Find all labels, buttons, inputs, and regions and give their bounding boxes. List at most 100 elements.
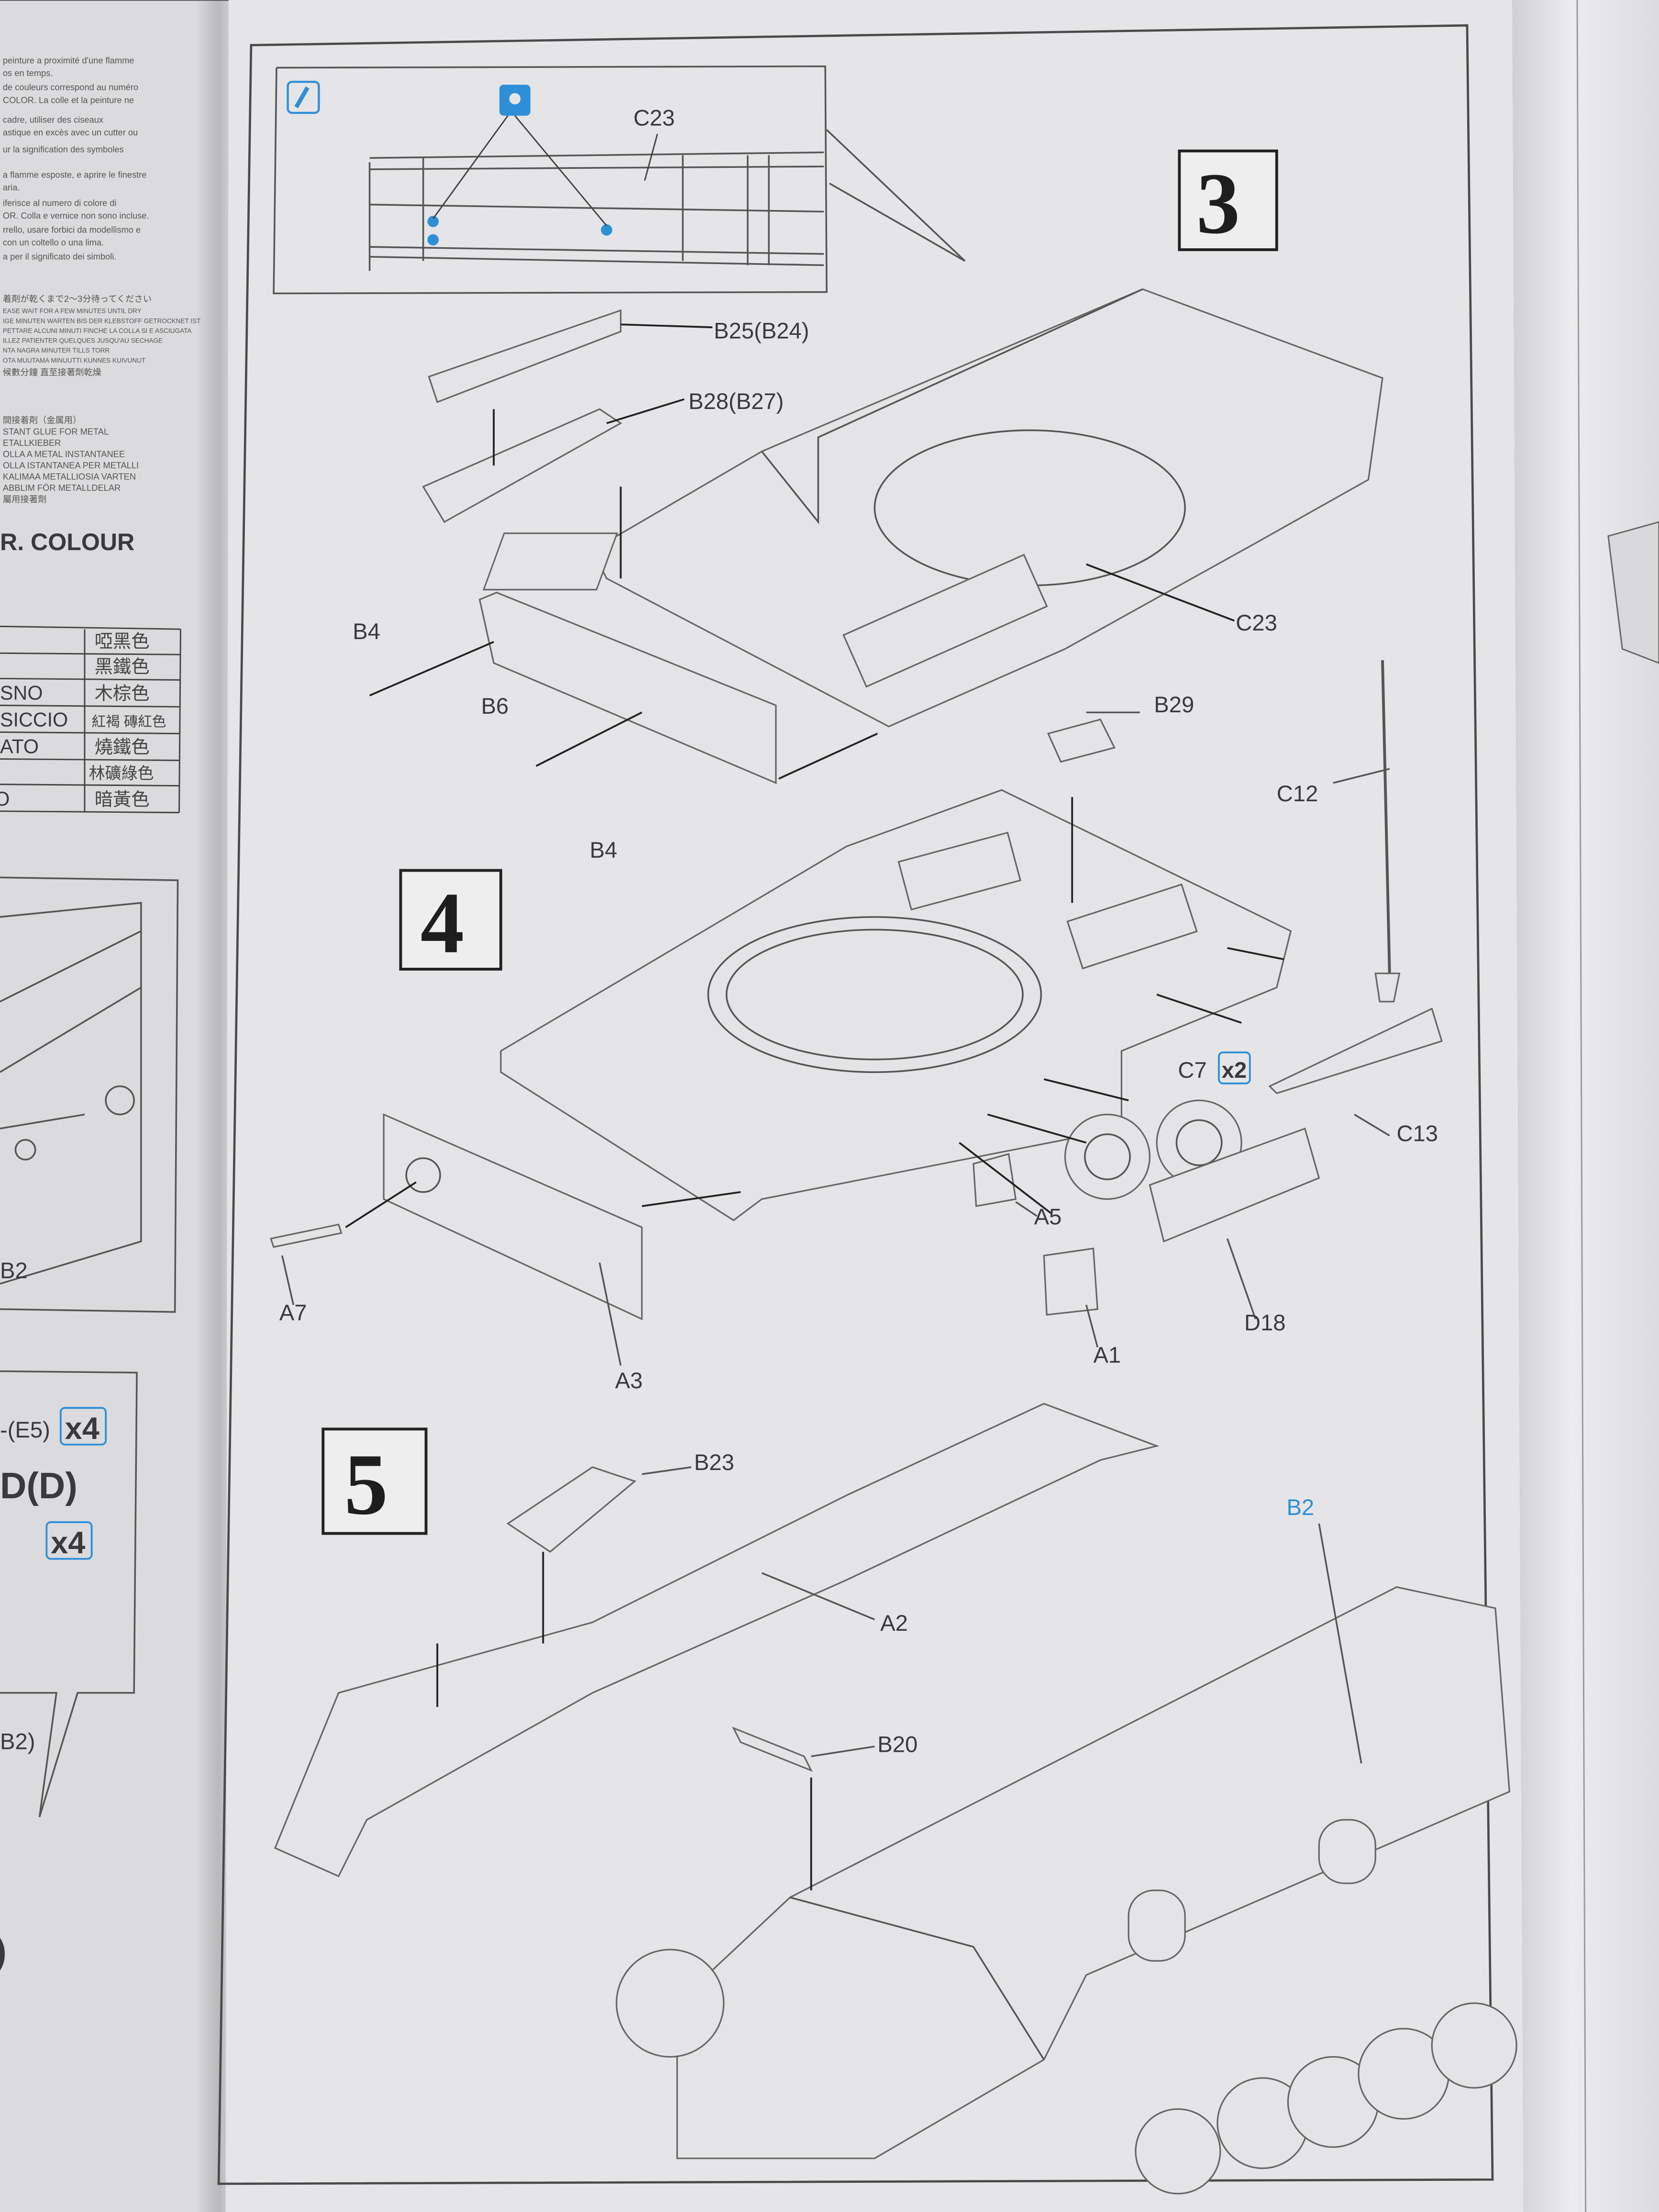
part-b28 (422, 408, 622, 523)
part-b20 (732, 1726, 813, 1772)
text-line: ABBLIM FÖR METALLDELAR (3, 483, 121, 493)
colour-table (0, 0, 257, 814)
colour-name: O (0, 788, 10, 810)
part-label: B28(B27) (688, 388, 784, 414)
text-line: OLLA ISTANTANEA PER METALLI (3, 460, 139, 470)
part-label: C13 (1396, 1121, 1438, 1146)
colour-rows: 啞黑色 黑鐵色 SNO 木棕色 SICCIO 紅褐 磚紅色 ATO 燒鐵色 林礦… (0, 631, 166, 810)
part-b29 (1047, 719, 1116, 763)
colour-name-cn: 黑鐵色 (95, 657, 150, 677)
part-label: B2 (0, 1258, 28, 1283)
text-line: os en temps. (3, 68, 53, 78)
text-line: OR. Colla e vernice non sono incluse. (3, 210, 149, 221)
left-diagram: B2 (0, 876, 179, 1313)
callout-text: B2) (0, 1729, 35, 1754)
part-label: B20 (877, 1732, 918, 1757)
part-a3 (383, 1113, 643, 1320)
quantity-badge: x2 (1222, 1057, 1247, 1083)
part-label: A1 (1093, 1342, 1121, 1368)
part-b2 (676, 1586, 1511, 2159)
text-line: rrello, usare forbici da modellismo e (3, 225, 141, 235)
road-wheel (1064, 1114, 1151, 1200)
text-line: NTA NAGRA MINUTER TILLS TORR (3, 347, 110, 354)
road-wheels (616, 1948, 1517, 2195)
text-line: a flamme esposte, e aprire le finestre (3, 170, 147, 180)
part-label-blue: B2 (1286, 1494, 1314, 1520)
text-line: OLLA A METAL INSTANTANEE (3, 449, 125, 459)
main-page: C23 3 B25(B24) B28(B27) B4 B6 C23 B4 4 (217, 0, 1659, 2212)
part-b6 (478, 591, 777, 785)
part-label: A7 (279, 1300, 307, 1325)
step-number-box (321, 1427, 428, 1535)
hull-top-part (500, 789, 1292, 1221)
colour-name-cn: 暗黃色 (95, 789, 150, 810)
text-line: KALIMAA METALLIOSIA VARTEN (3, 472, 136, 482)
part-label: B25(B24) (714, 318, 809, 343)
colour-name-cn: 燒鐵色 (95, 737, 150, 758)
glue-notes: 着剤が乾くまで2〜3分待ってください EASE WAIT FOR A FEW M… (3, 294, 200, 377)
part-a1 (1043, 1247, 1099, 1316)
text-line: 間接着剤（金属用） (3, 415, 81, 425)
part-label: A5 (1034, 1204, 1062, 1229)
part-d18 (1149, 1128, 1320, 1243)
part-c13 (1268, 1007, 1443, 1095)
text-line: con un coltello o una lima. (3, 237, 104, 247)
left-callout: -(E5) x4 D(D) x4 B2) ) (0, 1370, 138, 1972)
part-label: D18 (1244, 1310, 1286, 1335)
callout-text: ) (0, 1931, 7, 1972)
colour-name-cn: 啞黑色 (95, 631, 150, 652)
part-label: B4 (353, 619, 380, 644)
metal-glue-notes: 間接着剤（金属用） STANT GLUE FOR METAL ETALLKIEB… (3, 415, 139, 504)
text-line: EASE WAIT FOR A FEW MINUTES UNTIL DRY (3, 308, 142, 315)
left-page: peinture a proximité d'une flamme os en … (0, 0, 257, 2212)
instruction-text: peinture a proximité d'une flamme os en … (3, 55, 149, 262)
part-label: C23 (1236, 610, 1277, 635)
text-line: aria. (3, 182, 20, 192)
text-line: peinture a proximité d'une flamme (3, 55, 134, 66)
step-3: C23 3 B25(B24) B28(B27) B4 B6 C23 B4 (273, 65, 1383, 863)
text-line: OTA MUUTAMA MINUUTTI KUNNES KUIVUNUT (3, 357, 145, 364)
quantity-badge: x4 (51, 1525, 85, 1560)
step-number: 4 (420, 874, 464, 972)
text-line: 候數分鐘 直至接著劑乾燥 (3, 367, 101, 377)
text-line: de couleurs correspond au numéro (3, 82, 138, 92)
part-label: C12 (1277, 781, 1318, 806)
text-line: astique en excès avec un cutter ou (3, 127, 138, 137)
text-line: STANT GLUE FOR METAL (3, 426, 109, 436)
colour-name: ATO (0, 736, 39, 758)
colour-name-cn: 紅褐 磚紅色 (92, 714, 166, 730)
step-number-box (399, 869, 502, 971)
text-line: COLOR. La colle et la peinture ne (3, 95, 134, 105)
hull-part (591, 288, 1383, 728)
part-label: B4 (590, 837, 618, 863)
part-label: A2 (880, 1610, 908, 1636)
text-line: 着剤が乾くまで2〜3分待ってください (3, 294, 152, 304)
text-line: ur la signification des symboles (3, 144, 124, 154)
step-number: 5 (344, 1436, 388, 1533)
colour-name-cn: 林礦綠色 (89, 764, 154, 783)
step-4: 4 B29 C12 C7 x2 C13 A5 (270, 660, 1443, 1393)
colour-name-cn: 木棕色 (95, 684, 150, 704)
text-line: 屬用接著劑 (3, 494, 46, 504)
part-c12 (1374, 973, 1401, 1003)
text-line: ETALLKIEBER (3, 438, 61, 448)
part-label: B29 (1154, 692, 1194, 717)
colour-name: SNO (0, 682, 43, 704)
text-line: IGE MINUTEN WARTEN BIS DER KLEBSTOFF GET… (3, 317, 200, 324)
callout-text: -(E5) (0, 1417, 50, 1442)
part-label: C23 (633, 105, 675, 130)
text-line: PETTARE ALCUNI MINUTI FINCHE LA COLLA SI… (3, 327, 192, 334)
detail-inset: C23 (273, 65, 966, 295)
part-a2 (274, 1403, 1160, 1878)
quantity-badge: x4 (65, 1411, 100, 1446)
part-b25 (428, 309, 622, 403)
callout-text: D(D) (0, 1466, 77, 1506)
part-label: B6 (481, 693, 509, 719)
colour-name: SICCIO (0, 709, 68, 731)
part-a7 (270, 1223, 343, 1248)
text-line: iferisce al numero di colore di (3, 198, 117, 208)
part-label: A3 (615, 1368, 643, 1393)
part-a5 (973, 1153, 1017, 1207)
text-line: a per il significato dei simboli. (3, 252, 117, 262)
